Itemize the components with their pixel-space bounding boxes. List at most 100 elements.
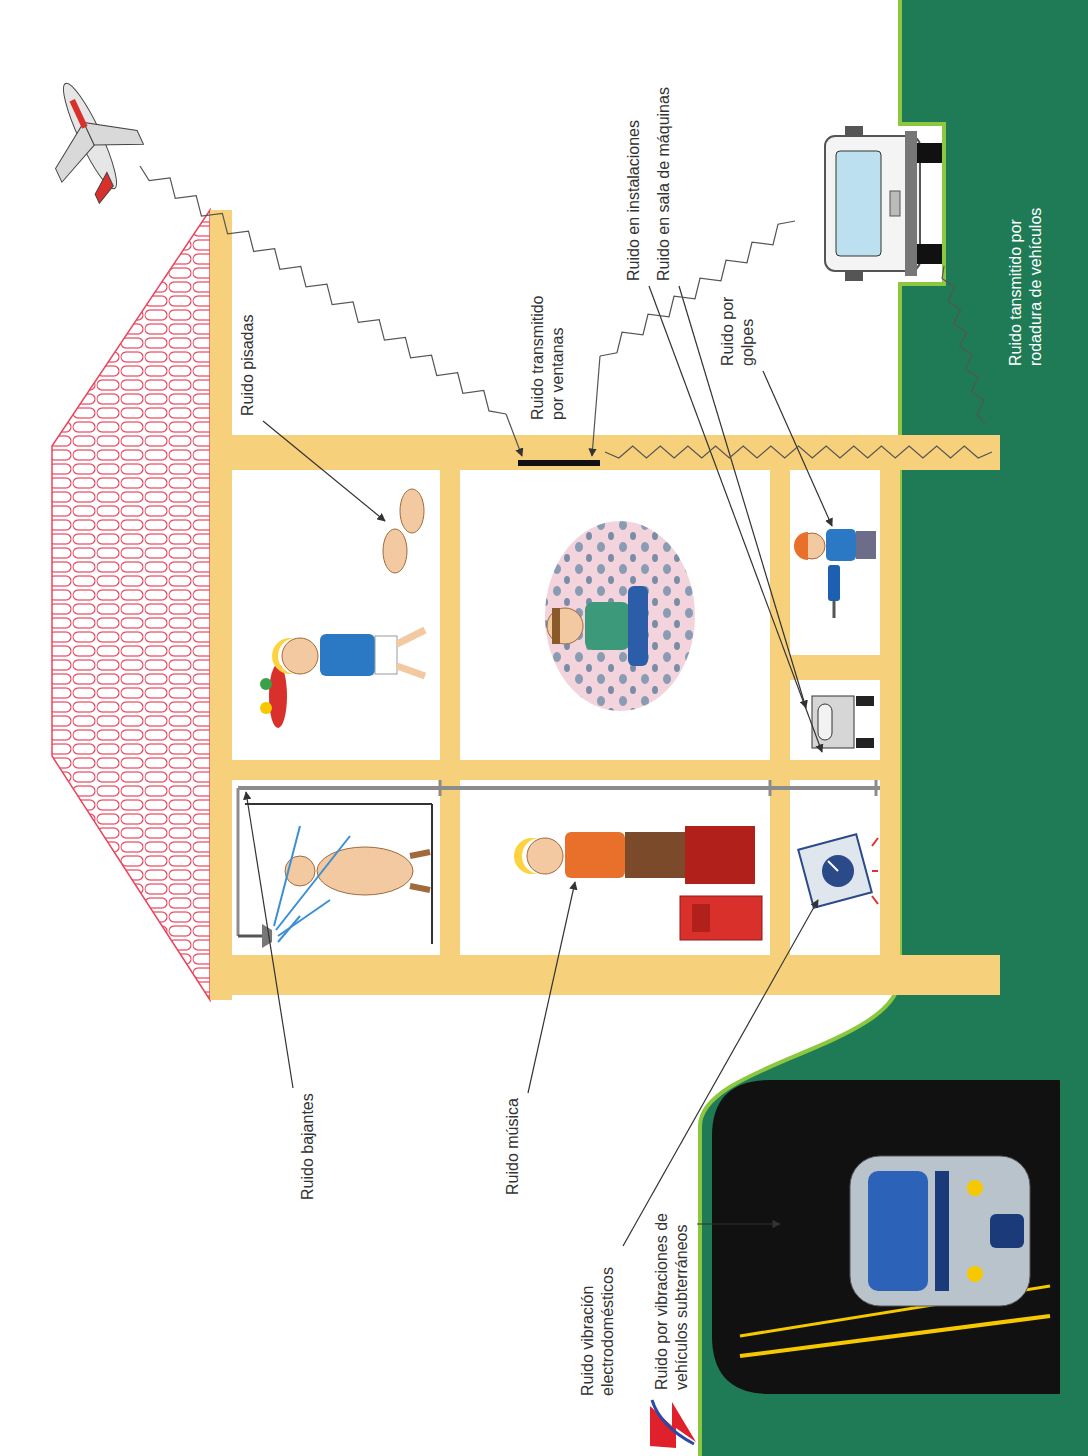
drawing-part — [410, 852, 430, 856]
drawing-part — [856, 696, 874, 706]
drawing-part — [282, 638, 318, 674]
sound-path — [506, 414, 522, 456]
truck — [825, 126, 942, 281]
drawing-part — [828, 861, 838, 871]
walking-figure — [260, 489, 425, 728]
drawing-part — [431, 804, 433, 944]
drawing-part — [856, 531, 876, 559]
drawing-part — [625, 832, 685, 878]
callout-label: Ruido bajantes — [298, 1093, 318, 1200]
drawing-part — [794, 532, 808, 560]
drawing-part — [410, 886, 430, 890]
leader-arrow — [649, 286, 822, 752]
drawing-part — [527, 838, 563, 874]
drawing-part — [210, 210, 232, 1000]
callout-label: Ruido música — [503, 1098, 523, 1195]
drawing-part — [652, 1400, 694, 1444]
callout-label: Ruido pisadas — [238, 315, 258, 416]
drawing-part — [790, 655, 880, 680]
leader-arrow — [263, 421, 385, 521]
drawing-part — [990, 1214, 1024, 1248]
machine — [812, 696, 874, 748]
drawing-part — [397, 630, 425, 644]
drawing-part — [238, 935, 262, 938]
drawing-part — [872, 896, 878, 904]
music-figure — [514, 826, 762, 940]
drawing-part — [828, 565, 840, 601]
drawing-part — [740, 1316, 1050, 1356]
drawing-part — [845, 126, 863, 136]
callout-label: Ruido por vibraciones de vehículos subte… — [652, 1194, 692, 1390]
logo — [650, 1400, 696, 1448]
drawing-part — [547, 608, 583, 644]
leader-arrow — [679, 286, 806, 708]
drawing-part — [845, 271, 863, 281]
drawing-part — [856, 738, 874, 748]
callout-label: Ruido tansmitido por rodadura de vehícul… — [1006, 188, 1046, 366]
drawing-part — [967, 1180, 983, 1196]
drawing-part — [439, 780, 442, 796]
drilling-figure — [794, 529, 876, 618]
drawing-part — [269, 664, 287, 728]
sound-path — [592, 356, 600, 456]
leader-arrow — [623, 900, 818, 1246]
ground — [700, 0, 1088, 1456]
drawing-part — [260, 702, 272, 714]
callout-label: Ruido transmitido por ventanas — [528, 278, 568, 420]
drawing-part — [89, 172, 118, 203]
drawing-part — [967, 1266, 983, 1282]
drawing-part — [274, 826, 300, 926]
drawing-part — [769, 780, 772, 796]
drawing-part — [822, 855, 854, 887]
downpipe — [238, 780, 880, 936]
house-structure — [210, 210, 1000, 1000]
airplane — [25, 64, 159, 214]
drawing-part — [818, 704, 832, 740]
drawing-part — [836, 151, 881, 256]
callout-label: Ruido por golpes — [718, 286, 758, 366]
drawing-part — [872, 838, 878, 846]
callout-label: Ruido en instalaciones — [624, 120, 644, 281]
drawing-part — [383, 529, 407, 573]
drawing-part — [237, 788, 240, 936]
drawing-part — [905, 131, 917, 276]
drawing-part — [232, 760, 880, 780]
drawing-part — [514, 838, 540, 874]
drawing-part — [375, 636, 397, 674]
drawing-part — [917, 143, 942, 163]
washing-machine — [798, 834, 878, 907]
drawing-part — [245, 803, 432, 805]
drawing-part — [890, 191, 900, 216]
sitting-figure — [545, 521, 695, 711]
drawing-part — [812, 696, 854, 748]
drawing-part — [833, 601, 836, 618]
sound-path — [605, 446, 992, 458]
sound-path — [942, 266, 985, 424]
drawing-part — [285, 856, 315, 886]
roof — [52, 210, 210, 1000]
drawing-part — [798, 834, 871, 907]
drawing-part — [680, 896, 762, 940]
drawing-part — [565, 832, 625, 878]
drawing-part — [585, 602, 630, 650]
drawing-part — [875, 780, 878, 796]
leader-arrow — [246, 792, 293, 1088]
drawing-part — [935, 1171, 949, 1291]
drawing-part — [685, 826, 755, 884]
drawing-part — [628, 586, 648, 666]
drawing-part — [850, 1156, 1030, 1306]
tunnel — [712, 1080, 1060, 1394]
drawing-part — [397, 666, 425, 676]
drawing-part — [770, 435, 790, 995]
drawing-part — [552, 608, 560, 644]
drawing-part — [69, 99, 87, 129]
drawing-part — [826, 529, 856, 561]
drawing-part — [238, 786, 880, 790]
drawing-part — [260, 678, 272, 690]
drawing-part — [320, 634, 375, 676]
sound-path — [140, 166, 506, 414]
